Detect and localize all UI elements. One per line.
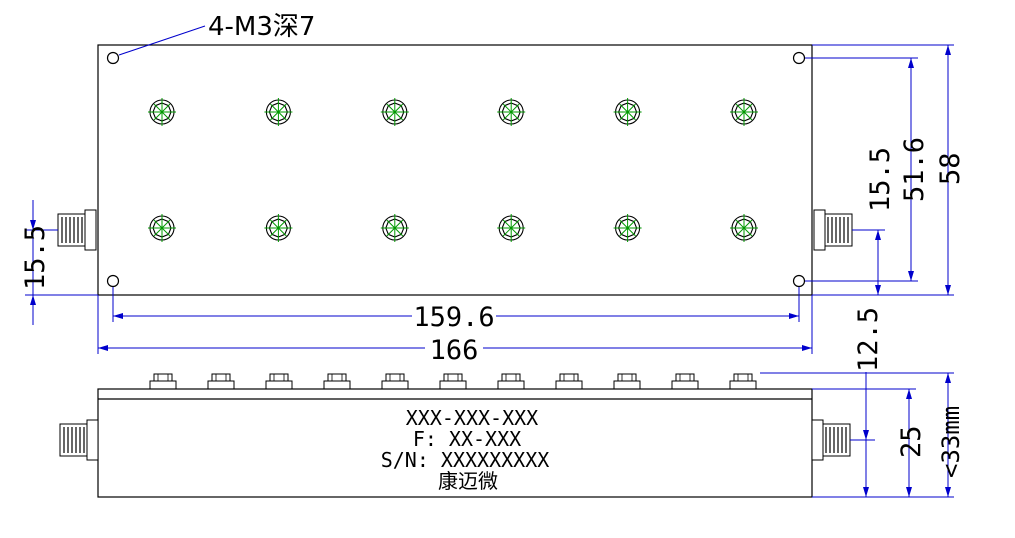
tuning-screw bbox=[496, 97, 526, 127]
tuning-knob bbox=[497, 373, 525, 390]
tuning-screw bbox=[729, 213, 759, 243]
mounting-holes bbox=[106, 51, 806, 288]
tuning-screw-array bbox=[147, 97, 759, 243]
dim-right-offset: 15.5 bbox=[812, 147, 896, 296]
hole-callout: 4-M3深7 bbox=[208, 12, 315, 42]
dim-connector-height: 12.5 bbox=[812, 307, 884, 498]
tuning-knob bbox=[729, 373, 757, 390]
tuning-knob bbox=[555, 373, 583, 390]
callout-leader bbox=[118, 25, 206, 56]
dim-left-offset: 15.5 bbox=[20, 200, 98, 325]
tuning-screw bbox=[263, 97, 293, 127]
dim-connector-height-text: 12.5 bbox=[853, 307, 884, 372]
top-view-body bbox=[97, 44, 813, 296]
product-label: XXX-XXX-XXX F: XX-XXX S/N: XXXXXXXXX 康迈微 bbox=[381, 406, 550, 493]
dim-hole-spacing-h: 159.6 bbox=[112, 287, 800, 333]
label-brand: 康迈微 bbox=[438, 469, 498, 493]
tuning-screw bbox=[380, 97, 410, 127]
tuning-screw bbox=[147, 213, 177, 243]
mounting-hole bbox=[106, 274, 120, 288]
tuning-knob bbox=[613, 373, 641, 390]
tuning-screw bbox=[729, 97, 759, 127]
tuning-knob bbox=[207, 373, 235, 390]
dim-length: 166 bbox=[97, 295, 813, 366]
left-connector bbox=[57, 209, 97, 251]
tuning-screw bbox=[613, 97, 643, 127]
tuning-knob bbox=[323, 373, 351, 390]
tuning-knob-row bbox=[149, 373, 757, 390]
tuning-screw bbox=[613, 213, 643, 243]
dim-body-height: 25 bbox=[812, 388, 927, 498]
mounting-hole bbox=[792, 51, 806, 65]
tuning-screw bbox=[380, 213, 410, 243]
tuning-screw bbox=[147, 97, 177, 127]
dim-height-text: 58 bbox=[935, 152, 966, 185]
dim-left-offset-text: 15.5 bbox=[20, 225, 51, 290]
tuning-knob bbox=[381, 373, 409, 390]
tuning-knob bbox=[149, 373, 177, 390]
tuning-knob bbox=[439, 373, 467, 390]
dim-total-height: <33mm bbox=[760, 372, 965, 498]
tuning-knob bbox=[265, 373, 293, 390]
label-model: XXX-XXX-XXX bbox=[406, 406, 538, 430]
label-frequency: F: XX-XXX bbox=[413, 427, 521, 451]
tuning-knob bbox=[671, 373, 699, 390]
label-serial: S/N: XXXXXXXXX bbox=[381, 448, 550, 472]
tuning-screw bbox=[263, 213, 293, 243]
dim-height: 58 bbox=[812, 44, 966, 296]
side-left-connector bbox=[59, 419, 99, 461]
tuning-screw bbox=[496, 213, 526, 243]
side-right-connector bbox=[811, 419, 851, 461]
dim-hole-spacing-v-text: 51.6 bbox=[899, 137, 930, 202]
dim-body-height-text: 25 bbox=[896, 425, 927, 458]
dim-length-text: 166 bbox=[430, 335, 479, 366]
mounting-hole bbox=[792, 274, 806, 288]
right-connector bbox=[813, 209, 853, 251]
dim-right-offset-text: 15.5 bbox=[865, 147, 896, 212]
mounting-hole bbox=[106, 51, 120, 65]
dim-hole-spacing-h-text: 159.6 bbox=[413, 302, 494, 333]
dim-total-height-text: <33mm bbox=[937, 406, 965, 478]
dim-hole-spacing-v: 51.6 bbox=[805, 57, 930, 282]
